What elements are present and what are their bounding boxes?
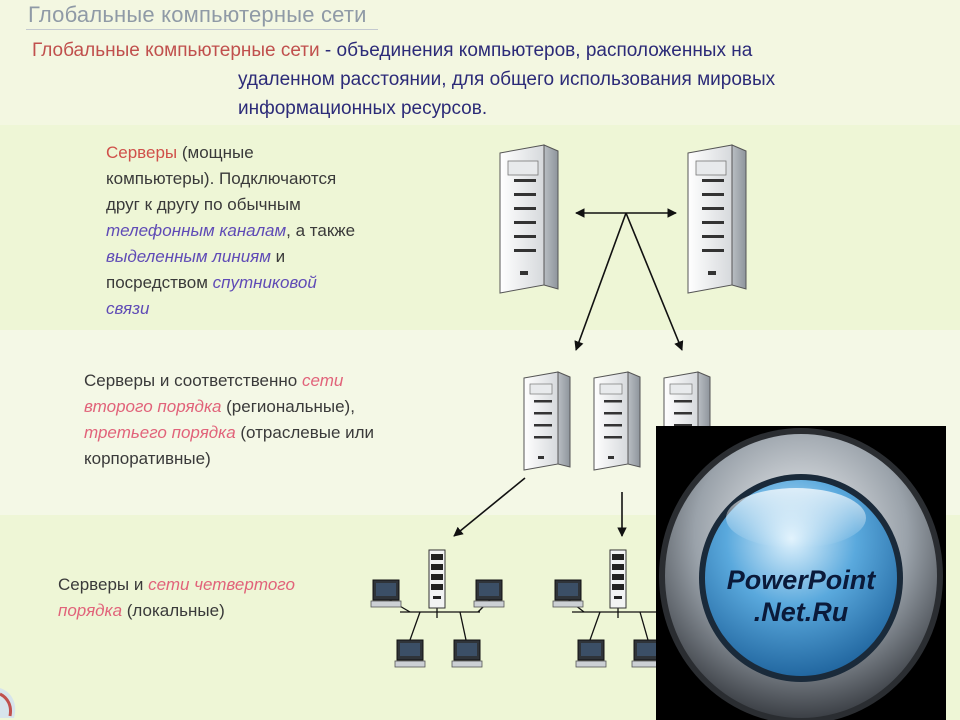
block3-fourth-order: сети четвертого [148, 575, 295, 594]
regional-server-2 [593, 371, 641, 471]
slide-title: Глобальные компьютерные сети [28, 2, 367, 27]
definition-paragraph: Глобальные компьютерные сети - объединен… [32, 36, 912, 123]
logo-text: PowerPoint .Net.Ru [656, 564, 946, 628]
block1-line6-plain: посредством [106, 273, 213, 292]
block1-servers-word: Серверы [106, 143, 178, 162]
hub-server-1 [428, 549, 446, 609]
top-server-right [687, 144, 747, 294]
block3-text: Серверы и сети четвертого порядка (локал… [58, 572, 295, 624]
block2-line1-plain: Серверы и соответственно [84, 371, 302, 390]
block1-line3: друг к другу по обычным [106, 195, 301, 214]
pc-1d [451, 639, 483, 668]
pc-1c [394, 639, 426, 668]
top-links [574, 208, 684, 351]
block2-text: Серверы и соответственно сети второго по… [84, 368, 374, 472]
definition-text-line3: информационных ресурсов. [238, 98, 488, 119]
title-underline [26, 29, 378, 30]
regional-links [453, 477, 627, 537]
definition-term: Глобальные компьютерные сети [32, 40, 320, 61]
block1-phone-channels: телефонным каналам [106, 221, 287, 240]
powerpoint-net-ru-logo: PowerPoint .Net.Ru [656, 426, 946, 720]
block2-third-order: третьего порядка [84, 423, 236, 442]
pc-2a [552, 579, 584, 608]
block3-order-word: порядка [58, 601, 123, 620]
logo-line1: PowerPoint [726, 565, 876, 595]
block2-line3-rest: (отраслевые или [235, 423, 375, 442]
block1-line4-rest: , а также [286, 221, 356, 240]
pc-2b [575, 639, 607, 668]
block2-line4: корпоративные) [84, 449, 211, 468]
block3-line2-rest: (локальные) [122, 601, 225, 620]
block1-dedicated-lines: выделенным линиям [106, 247, 271, 266]
corner-logo-icon [0, 688, 16, 718]
band-wide-servers [0, 125, 960, 330]
top-server-left [499, 144, 559, 294]
definition-text-line1: объединения компьютеров, расположенных н… [336, 40, 753, 61]
hub-server-2 [609, 549, 627, 609]
block2-line2-rest: (региональные), [221, 397, 355, 416]
band-top [0, 0, 960, 125]
block1-line1-rest: (мощные [177, 143, 254, 162]
block1-line2: компьютеры). Подключаются [106, 169, 337, 188]
regional-server-1 [523, 371, 571, 471]
local-network-2 [552, 549, 663, 668]
block2-networks: сети [301, 371, 344, 390]
definition-text-line2: удаленном расстоянии, для общего использ… [238, 69, 776, 90]
pc-1a [370, 579, 402, 608]
local-network-1 [370, 549, 505, 668]
pc-1b [473, 579, 505, 608]
block1-text: Серверы (мощные компьютеры). Подключаютс… [106, 140, 355, 322]
block1-satellite: спутниковой [212, 273, 317, 292]
block1-line5-rest: и [270, 247, 286, 266]
logo-badge-icon [659, 428, 943, 720]
block2-second-order: второго порядка [84, 397, 222, 416]
logo-line2: .Net.Ru [753, 597, 849, 627]
definition-dash: - [319, 40, 337, 61]
block1-link: связи [106, 299, 150, 318]
block3-line1-plain: Серверы и [58, 575, 149, 594]
